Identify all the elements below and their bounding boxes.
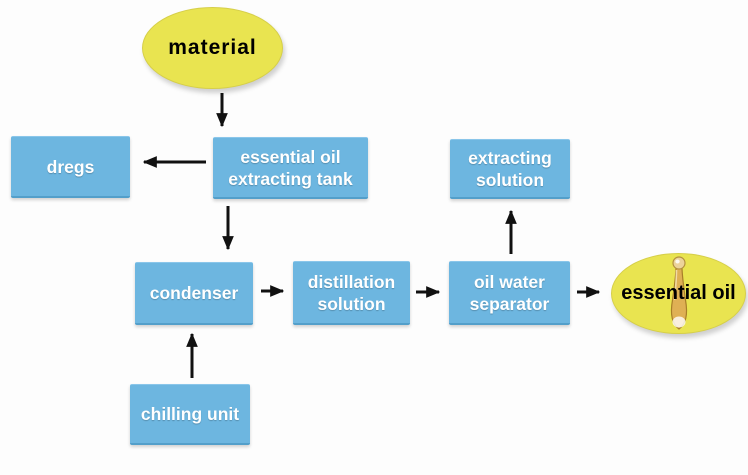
node-essential-oil: essential oil: [611, 253, 746, 334]
node-oil-water-separator-label: oil water separator: [469, 271, 550, 314]
node-condenser: condenser: [135, 262, 253, 325]
node-distillation-solution-label: distillation solution: [307, 271, 396, 314]
node-chilling-unit-label: chilling unit: [140, 404, 240, 424]
oil-bottle-icon: [670, 256, 687, 330]
node-extracting-solution: extracting solution: [450, 139, 570, 199]
node-dregs: dregs: [11, 136, 130, 198]
node-distillation-solution: distillation solution: [293, 261, 410, 325]
node-condenser-label: condenser: [149, 283, 239, 303]
node-material-label: material: [168, 36, 257, 59]
node-extracting-solution-label: extracting solution: [468, 147, 552, 190]
node-dregs-label: dregs: [46, 156, 95, 177]
node-oil-water-separator: oil water separator: [449, 261, 570, 325]
node-material: material: [142, 7, 283, 89]
node-essential-oil-label: essential oil: [621, 282, 736, 304]
node-extracting-tank: essential oil extracting tank: [213, 137, 368, 199]
node-chilling-unit: chilling unit: [130, 384, 250, 445]
node-extracting-tank-label: essential oil extracting tank: [228, 146, 353, 189]
